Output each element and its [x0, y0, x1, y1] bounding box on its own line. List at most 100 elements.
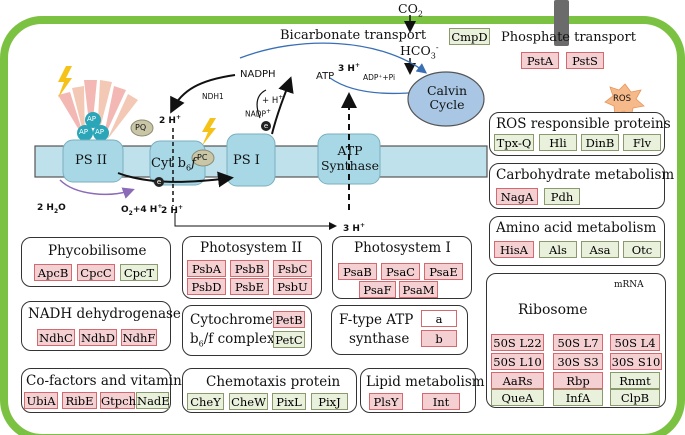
ps1-item-1: PsaC: [381, 263, 420, 280]
ps2-item-1: PsbB: [230, 260, 269, 277]
ap-label-3: AP: [95, 128, 105, 136]
phyco-title: Phycobilisome: [48, 243, 147, 259]
pc-label: PC: [197, 153, 208, 162]
ros-item-2: DinB: [581, 134, 619, 151]
phosphate-transport-label: Phosphate transport: [501, 30, 636, 45]
ros-badge: ROS: [613, 94, 631, 104]
calvin-cycle-shape: [407, 71, 485, 127]
psts-chip: PstS: [566, 52, 604, 69]
ndh1-label: NDH1: [202, 92, 224, 101]
ap-label-2: AP: [79, 128, 89, 136]
light-bolt-1: [58, 66, 72, 98]
cofactor-item-2: Gtpch: [100, 392, 137, 409]
light-bolt-2: [202, 118, 216, 146]
nadp-label: NADP+: [245, 108, 272, 119]
ndh-item-1: NdhD: [79, 329, 117, 346]
ps2-complex: [62, 139, 124, 183]
ribosome-item-10: InfA: [553, 389, 603, 406]
h-plus-label: + H+: [262, 94, 284, 106]
ps1-item-4: PsaM: [399, 281, 438, 298]
cofactor-item-0: UbiA: [24, 392, 58, 409]
ribosome-item-3: 50S L10: [491, 353, 544, 370]
two-h-bottom-label: 2 H+: [161, 204, 183, 216]
ros-star: [604, 83, 645, 119]
ps1-item-0: PsaB: [338, 263, 377, 280]
lipid-title: Lipid metabolism: [366, 374, 485, 390]
chemo-title: Chemotaxis protein: [206, 374, 341, 390]
lipid-item-1: Int: [422, 393, 460, 410]
adp-pi-label: ADP⁺+Pi: [363, 73, 396, 82]
ribosome-item-11: ClpB: [610, 389, 660, 406]
cyt-item-0: PetB: [273, 311, 305, 328]
bicarbonate-transport-label: Bicarbonate transport: [280, 28, 427, 43]
phyco-item-1: CpcC: [77, 264, 115, 281]
nadph-label: NADPH: [240, 69, 276, 80]
chemo-item-3: PixJ: [311, 393, 348, 410]
phyco-item-0: ApcB: [34, 264, 72, 281]
ps2-label: PS II: [75, 153, 108, 168]
ps2-item-4: PsbE: [230, 278, 269, 295]
ribosome-item-7: Rbp: [553, 372, 603, 389]
ftype-item-1: b: [421, 330, 457, 347]
two-h-top-label: 2 H+: [159, 114, 181, 126]
ros-item-0: Tpx-Q: [494, 134, 534, 151]
ftype-item-0: a: [421, 310, 457, 327]
cmpd-chip: CmpD: [449, 28, 490, 45]
three-h-top-label: 3 H+: [338, 62, 360, 74]
phosphate-transporter: [554, 0, 569, 46]
psta-chip: PstA: [521, 52, 559, 69]
ros-item-1: Hli: [539, 134, 577, 151]
amino-item-3: Otc: [623, 241, 661, 258]
electron-label-1: e: [154, 177, 164, 187]
ps2-item-5: PsbU: [273, 278, 312, 295]
ribosome-item-6: AaRs: [491, 372, 544, 389]
ps1-label: PS I: [233, 153, 260, 168]
ndh-item-0: NdhC: [37, 329, 75, 346]
lipid-item-0: PlsY: [369, 393, 403, 410]
ribosome-item-1: 50S L7: [553, 334, 603, 351]
ftype-title-1: F-type ATP: [339, 312, 414, 328]
oxygen-label: O2+4 H+: [121, 203, 163, 217]
chemo-item-2: PixL: [272, 393, 306, 410]
ps2-item-3: PsbD: [187, 278, 226, 295]
ribosome-item-8: Rnmt: [610, 372, 660, 389]
carb-title: Carbohydrate metabolism: [496, 167, 675, 183]
chemo-item-0: CheY: [187, 393, 224, 410]
water-label: 2 H2O: [37, 203, 66, 215]
ribosome-item-9: QueA: [491, 389, 544, 406]
amino-title: Amino acid metabolism: [496, 220, 657, 236]
co2-label: CO2: [398, 1, 423, 19]
cytb6f-label: Cyt b6f: [151, 156, 196, 173]
ps1-item-2: PsaE: [424, 263, 463, 280]
ros-item-3: Flv: [623, 134, 661, 151]
ps2-box-title: Photosystem II: [200, 240, 303, 256]
pq-label: PQ: [135, 123, 147, 132]
cyt-title-1: Cytochrome: [190, 312, 274, 328]
ap-label-1: AP: [87, 115, 97, 123]
ribosome-title: Ribosome: [518, 302, 588, 318]
cofactor-item-1: RibE: [62, 392, 97, 409]
ribosome-item-2: 50S L4: [610, 334, 660, 351]
carb-item-1: Pdh: [544, 188, 580, 205]
amino-item-1: Als: [539, 241, 577, 258]
cofactor-title: Co-factors and vitamins: [26, 373, 189, 389]
cyt-title-2: b6/f complex: [190, 331, 275, 349]
ps2-item-0: PsbA: [187, 260, 226, 277]
mrna-label: mRNA: [614, 280, 644, 290]
three-h-bottom-label: 3 H+: [343, 222, 365, 234]
ndh-title: NADH dehydrogenase: [28, 306, 181, 322]
phycobilisome-graphic: [58, 80, 138, 141]
ribosome-item-0: 50S L22: [491, 334, 544, 351]
ribosome-item-5: 30S S10: [610, 353, 662, 370]
ps1-box-title: Photosystem I: [354, 240, 451, 256]
cofactor-item-3: NadE: [136, 392, 170, 409]
cyt-item-1: PetC: [273, 331, 305, 348]
ribosome-item-4: 30S S3: [553, 353, 603, 370]
ndh-item-2: NdhF: [121, 329, 157, 346]
cell-wall: [0, 16, 685, 435]
chemo-item-1: CheW: [229, 393, 268, 410]
